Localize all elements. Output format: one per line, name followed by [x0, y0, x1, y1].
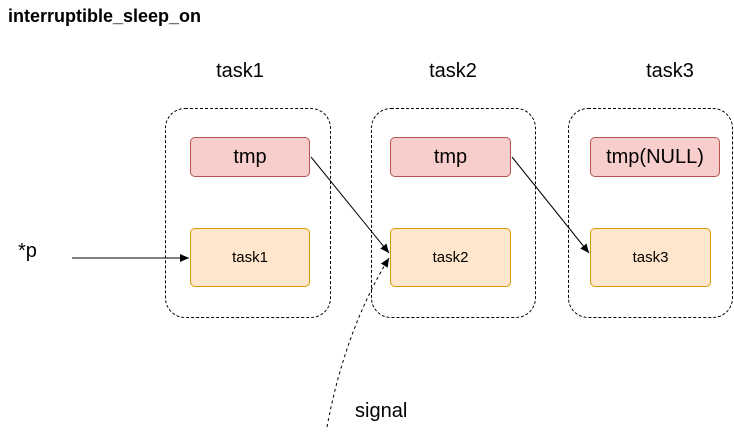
- task-box-task1: task1: [190, 228, 310, 287]
- tmp-box-task3: tmp(NULL): [590, 137, 720, 177]
- diagram-title: interruptible_sleep_on: [8, 6, 202, 26]
- tmp-to-task3-arrow: [511, 156, 590, 254]
- column-label-task3: task3: [646, 60, 694, 82]
- stack-frame-task3: [568, 108, 733, 318]
- stack-frame-task1: [165, 108, 331, 318]
- column-label-task1: task1: [216, 60, 264, 82]
- tmp-box-task1: tmp: [190, 137, 310, 177]
- stack-frame-task2: [371, 108, 536, 318]
- tmp-to-task2-arrow: [310, 156, 390, 254]
- signal-label: signal: [355, 400, 408, 422]
- task-box-task3: task3: [590, 228, 711, 287]
- signal-arrow: [326, 257, 390, 428]
- column-label-task2: task2: [429, 60, 477, 82]
- task-box-task2: task2: [390, 228, 511, 287]
- tmp-box-task2: tmp: [390, 137, 511, 177]
- pointer-label: *p: [18, 240, 37, 262]
